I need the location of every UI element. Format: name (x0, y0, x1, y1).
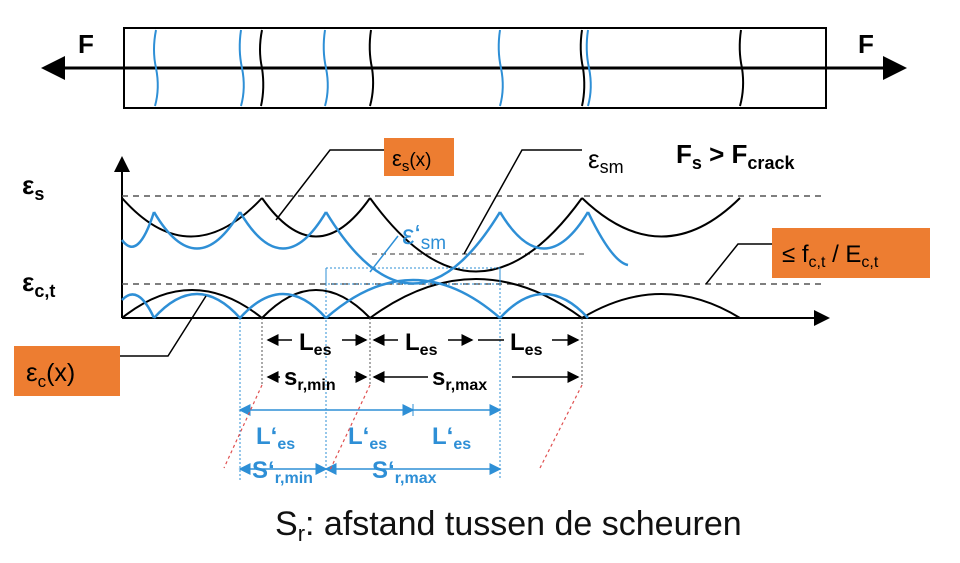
right-force-label: F (858, 29, 874, 59)
blue-dimensions (238, 404, 502, 475)
les-prime-label-3: L‘es (432, 423, 471, 453)
eps-sm-label: εsm (588, 144, 624, 177)
les-label-2: Les (405, 329, 438, 359)
fct-leader (705, 243, 772, 285)
red-dashed-indicators (223, 384, 583, 471)
eps-sm-prime-box (325, 267, 501, 285)
sr-min-label: sr,min (284, 364, 336, 394)
fct-box: ≤ fc,t / Ec,t (772, 228, 930, 278)
blue-concrete-strain-curves (121, 278, 589, 319)
black-dimensions (266, 334, 580, 383)
eps-sm-prime-label: ε‘sm (402, 219, 446, 254)
svg-text:εs(x): εs(x) (392, 146, 431, 175)
y-label-eps-s: εs (22, 170, 44, 204)
blue-reference-lines (239, 268, 501, 480)
sr-max-label: sr,max (432, 364, 487, 394)
sr-max-prime-label: S‘r,max (372, 457, 437, 487)
eps-sm-prime-leader (369, 235, 399, 273)
sr-min-prime-label: S‘r,min (252, 457, 313, 487)
les-prime-label-1: L‘es (256, 423, 295, 453)
black-reference-lines (261, 318, 583, 385)
les-label-1: Les (299, 329, 332, 359)
eps-sm-leader (463, 149, 582, 255)
steel-strain-curves (121, 197, 741, 273)
black-cracks (259, 29, 745, 107)
eps-s-x-leader (275, 149, 384, 221)
blue-steel-strain-curves (120, 211, 629, 285)
eps-s-x-box: εs(x) (384, 138, 454, 176)
les-prime-label-2: L‘es (348, 423, 387, 453)
left-force-label: F (78, 29, 94, 59)
beam: F F (41, 27, 907, 109)
les-label-3: Les (510, 329, 543, 359)
svg-text:εc(x): εc(x) (26, 357, 75, 391)
caption: Sr: afstand tussen de scheuren (275, 505, 742, 546)
blue-cracks (153, 29, 592, 107)
condition-label: Fs > Fcrack (676, 139, 795, 173)
y-label-eps-ct: εc,t (22, 267, 55, 301)
eps-c-x-leader (120, 295, 207, 357)
svg-text:≤ fc,t / Ec,t: ≤ fc,t / Ec,t (782, 241, 879, 271)
concrete-strain-curves (121, 278, 741, 319)
eps-c-x-box: εc(x) (14, 346, 120, 396)
axes (114, 156, 830, 326)
